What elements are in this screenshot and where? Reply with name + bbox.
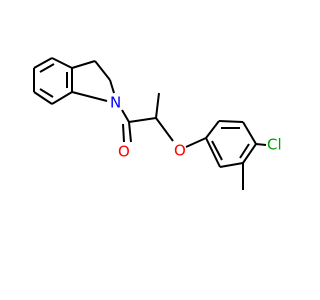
bond: [219, 162, 244, 168]
bond: [33, 57, 53, 69]
bond: [218, 120, 244, 123]
background: [0, 0, 300, 300]
structure-canvas: N O O Cl: [0, 0, 300, 300]
bond: [242, 121, 257, 145]
double-bond-inner: [122, 123, 125, 143]
methyl-bond: [155, 92, 160, 119]
bond: [33, 91, 53, 105]
chlorine-bond: [255, 143, 267, 146]
chlorine-atom-label: Cl: [267, 136, 282, 154]
double-bond-inner: [39, 88, 54, 98]
bond: [51, 57, 73, 69]
bond: [94, 60, 111, 81]
bond: [71, 60, 96, 69]
indoline-pyrrolidine-ring: [71, 60, 115, 102]
double-bond-inner: [239, 143, 250, 159]
bond: [71, 91, 108, 102]
indoline-benzene-ring: [33, 57, 73, 105]
bond: [128, 117, 157, 123]
chloromethylphenyl-ring: [205, 120, 257, 168]
double-bond-inner: [39, 63, 55, 73]
bond: [205, 137, 221, 168]
bond: [205, 120, 220, 139]
bond: [51, 91, 73, 105]
carbonyl-group: [122, 121, 132, 143]
ether-oxygen-label: O: [174, 142, 186, 160]
bond: [155, 117, 174, 142]
bond: [121, 109, 130, 123]
bond: [109, 79, 115, 94]
bond: [128, 121, 132, 143]
carbonyl-oxygen-label: O: [118, 143, 130, 161]
nitrogen-atom-label: N: [110, 94, 121, 112]
bond: [185, 137, 207, 148]
bond: [242, 143, 257, 164]
double-bond-inner: [211, 140, 223, 161]
